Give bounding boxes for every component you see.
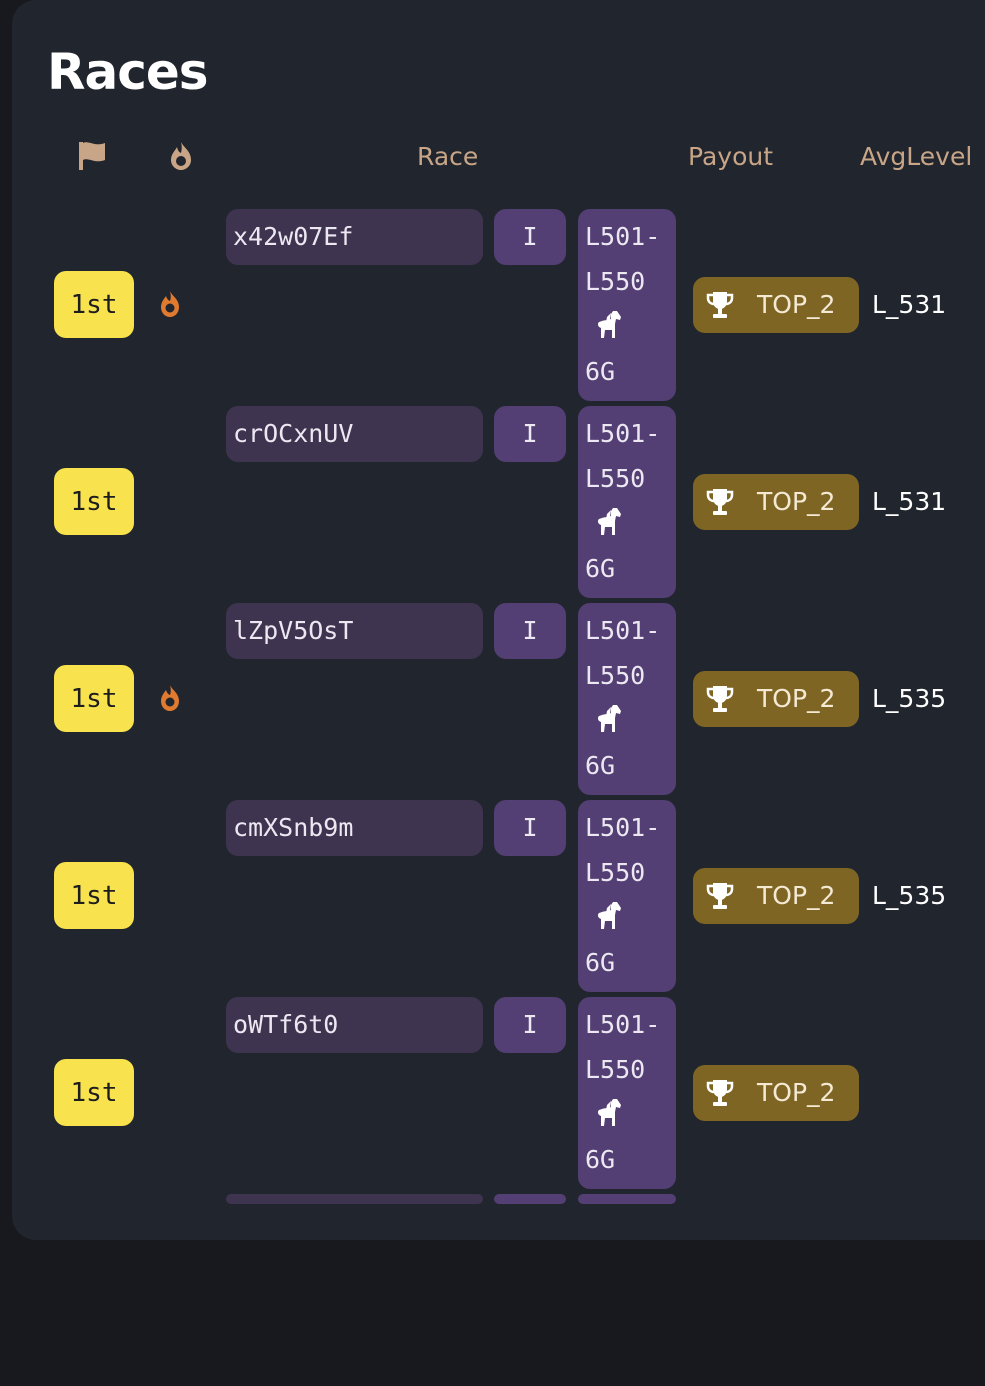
race-id-partial[interactable]: [226, 1194, 483, 1204]
page-title: Races: [47, 43, 209, 101]
avg-level: L_531: [872, 290, 947, 319]
level-range-end: L550: [585, 267, 646, 296]
place-badge: 1st: [54, 1059, 134, 1126]
gate-count: 6G: [585, 554, 616, 583]
level-range-card: L501- L550 6G: [578, 406, 676, 598]
trophy-icon: [706, 686, 734, 712]
trophy-icon: [706, 1080, 734, 1106]
payout-badge: TOP_2: [693, 474, 859, 530]
race-row[interactable]: 1st x42w07Ef I L501- L550 6G TOP_2 L_531: [0, 209, 985, 401]
payout-label: TOP_2: [757, 684, 836, 713]
avg-level: L_535: [872, 881, 947, 910]
race-class: I: [494, 603, 566, 659]
race-row[interactable]: 1st oWTf6t0 I L501- L550 6G TOP_2: [0, 997, 985, 1189]
level-range-start: L501-: [585, 419, 661, 448]
payout-badge: TOP_2: [693, 671, 859, 727]
payout-label: TOP_2: [757, 487, 836, 516]
fire-icon: [161, 291, 179, 317]
place-badge: 1st: [54, 665, 134, 732]
race-id[interactable]: cmXSnb9m: [226, 800, 483, 856]
column-header-avg-level[interactable]: AvgLevel: [860, 142, 973, 171]
place-badge: 1st: [54, 468, 134, 535]
gate-count: 6G: [585, 948, 616, 977]
flag-icon: [79, 142, 105, 170]
level-range-start: L501-: [585, 813, 661, 842]
level-range-card-partial: [578, 1194, 676, 1204]
race-id[interactable]: crOCxnUV: [226, 406, 483, 462]
gate-count: 6G: [585, 751, 616, 780]
payout-label: TOP_2: [757, 290, 836, 319]
race-class: I: [494, 997, 566, 1053]
level-range-end: L550: [585, 858, 646, 887]
race-row[interactable]: 1st lZpV5OsT I L501- L550 6G TOP_2 L_535: [0, 603, 985, 795]
horse-icon: [597, 705, 621, 732]
level-range-start: L501-: [585, 222, 661, 251]
level-range-end: L550: [585, 464, 646, 493]
place-badge: 1st: [54, 862, 134, 929]
column-header-payout[interactable]: Payout: [688, 142, 774, 171]
race-row[interactable]: 1st cmXSnb9m I L501- L550 6G TOP_2 L_535: [0, 800, 985, 992]
payout-label: TOP_2: [757, 881, 836, 910]
race-class: I: [494, 800, 566, 856]
level-range-card: L501- L550 6G: [578, 209, 676, 401]
race-class: I: [494, 209, 566, 265]
race-id[interactable]: lZpV5OsT: [226, 603, 483, 659]
level-range-card: L501- L550 6G: [578, 997, 676, 1189]
level-range-card: L501- L550 6G: [578, 603, 676, 795]
level-range-end: L550: [585, 1055, 646, 1084]
horse-icon: [597, 902, 621, 929]
race-id[interactable]: oWTf6t0: [226, 997, 483, 1053]
gate-count: 6G: [585, 357, 616, 386]
fire-icon: [171, 142, 191, 170]
race-class: I: [494, 406, 566, 462]
avg-level: L_535: [872, 684, 947, 713]
trophy-icon: [706, 489, 734, 515]
place-badge: 1st: [54, 271, 134, 338]
level-range-start: L501-: [585, 1010, 661, 1039]
payout-badge: TOP_2: [693, 1065, 859, 1121]
column-header-race[interactable]: Race: [417, 142, 479, 171]
trophy-icon: [706, 883, 734, 909]
fire-icon: [161, 685, 179, 711]
avg-level: L_531: [872, 487, 947, 516]
horse-icon: [597, 311, 621, 338]
horse-icon: [597, 508, 621, 535]
race-id[interactable]: x42w07Ef: [226, 209, 483, 265]
level-range-end: L550: [585, 661, 646, 690]
trophy-icon: [706, 292, 734, 318]
race-row[interactable]: 1st crOCxnUV I L501- L550 6G TOP_2 L_531: [0, 406, 985, 598]
level-range-start: L501-: [585, 616, 661, 645]
payout-badge: TOP_2: [693, 277, 859, 333]
race-row[interactable]: [0, 1194, 985, 1386]
level-range-card: L501- L550 6G: [578, 800, 676, 992]
payout-label: TOP_2: [757, 1078, 836, 1107]
payout-badge: TOP_2: [693, 868, 859, 924]
race-class-partial: [494, 1194, 566, 1204]
gate-count: 6G: [585, 1145, 616, 1174]
horse-icon: [597, 1099, 621, 1126]
